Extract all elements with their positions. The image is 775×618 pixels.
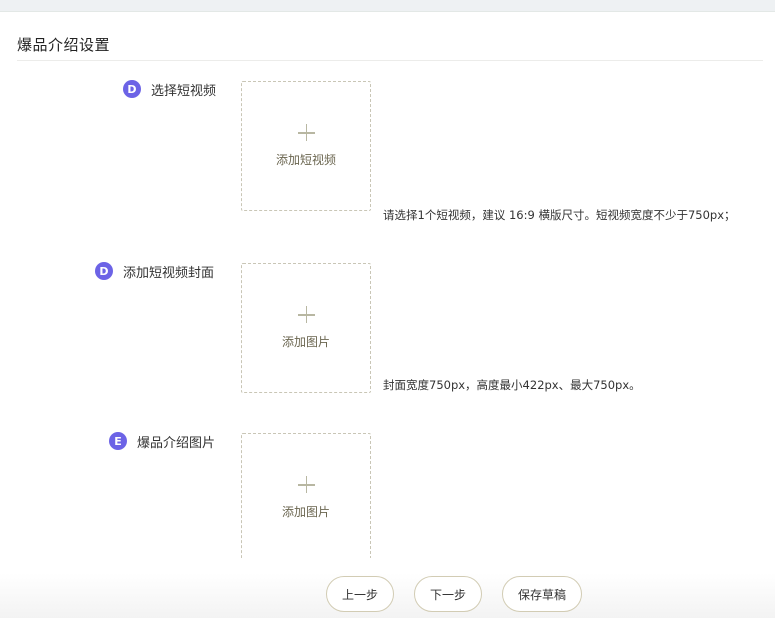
prev-step-button[interactable]: 上一步: [326, 576, 394, 612]
settings-card: 爆品介绍设置: [0, 12, 775, 618]
add-cover-image-uploader[interactable]: 添加图片: [241, 263, 371, 393]
uploader-label: 添加图片: [281, 335, 330, 349]
add-short-video-uploader[interactable]: 添加短视频: [241, 81, 371, 211]
field-label-intro-images: E 爆品介绍图片: [109, 432, 216, 451]
next-step-button[interactable]: 下一步: [414, 576, 482, 612]
label-text: 选择短视频: [151, 83, 217, 99]
plus-icon: [297, 124, 315, 141]
uploader-label: 添加图片: [281, 505, 330, 519]
title-divider: [17, 60, 763, 61]
field-label-short-video: D 选择短视频: [123, 80, 217, 99]
badge-d-icon: D: [95, 262, 113, 280]
add-intro-image-uploader[interactable]: 添加图片: [241, 433, 371, 563]
short-video-hint: 请选择1个短视频，建议 16:9 横版尺寸。短视频宽度不少于750px；: [383, 208, 736, 222]
field-label-video-cover: D 添加短视频封面: [95, 262, 215, 281]
badge-e-icon: E: [109, 432, 127, 450]
label-text: 添加短视频封面: [123, 265, 215, 281]
cover-hint: 封面宽度750px，高度最小422px、最大750px。: [383, 378, 641, 392]
label-text: 爆品介绍图片: [137, 435, 216, 451]
top-bar: [0, 0, 775, 12]
plus-icon: [297, 476, 315, 493]
badge-d-icon: D: [123, 80, 141, 98]
uploader-label: 添加短视频: [275, 153, 336, 167]
plus-icon: [297, 306, 315, 323]
page-title: 爆品介绍设置: [17, 36, 111, 54]
save-draft-button[interactable]: 保存草稿: [502, 576, 582, 612]
